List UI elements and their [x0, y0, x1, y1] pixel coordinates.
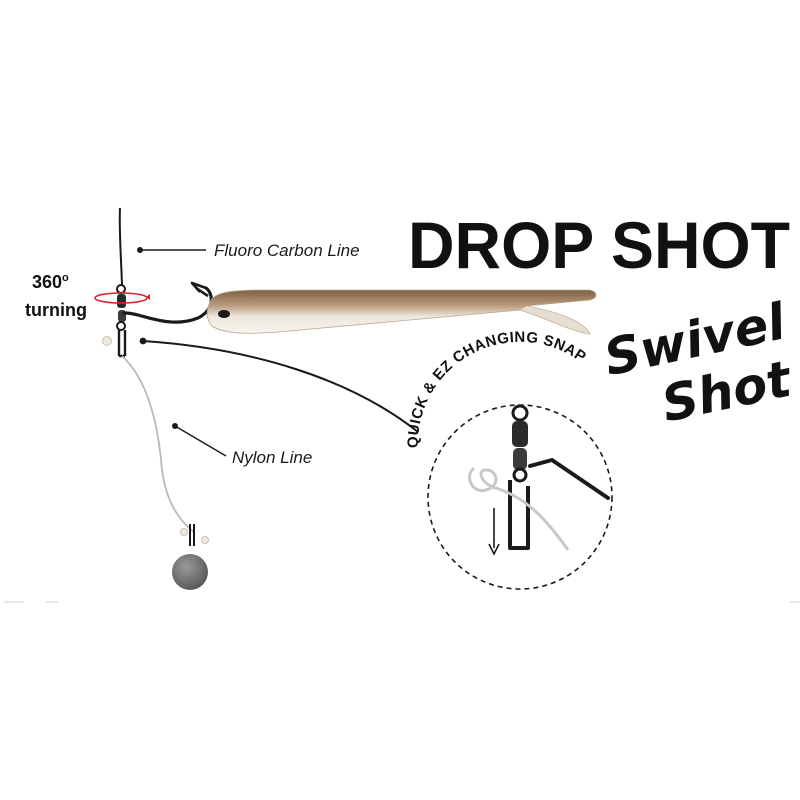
sinker-clip — [180, 524, 209, 546]
bead-top — [102, 336, 112, 346]
down-arrow-icon — [488, 508, 500, 556]
rotation-label-degrees: 360o — [32, 272, 69, 292]
rotation-ring-icon — [94, 292, 150, 304]
inset-leader-line — [142, 340, 419, 433]
sinker-weight-icon — [172, 554, 208, 590]
swivel — [116, 284, 126, 331]
hook-point — [195, 286, 209, 298]
fluoro-carbon-label: Fluoro Carbon Line — [214, 241, 360, 260]
lure-eye-icon — [218, 310, 230, 318]
inset-snap — [508, 480, 530, 550]
title-main: DROP SHOT — [408, 208, 790, 282]
fluoro-carbon-line — [118, 207, 123, 286]
inset-leader-dot — [139, 337, 147, 345]
nylon-line-label: Nylon Line — [232, 448, 312, 467]
nylon-leader-dot — [172, 423, 178, 429]
nylon-leader — [174, 425, 227, 457]
snap-clip — [117, 330, 127, 358]
rotation-label-word: turning — [25, 300, 87, 320]
nylon-line — [121, 355, 195, 533]
soft-plastic-lure — [206, 289, 597, 335]
hook — [122, 286, 213, 324]
inset-swivel — [511, 404, 529, 483]
fluoro-leader-dot — [137, 247, 143, 253]
inset-hook-shank — [528, 457, 610, 500]
inset-nylon-loop — [468, 466, 570, 551]
